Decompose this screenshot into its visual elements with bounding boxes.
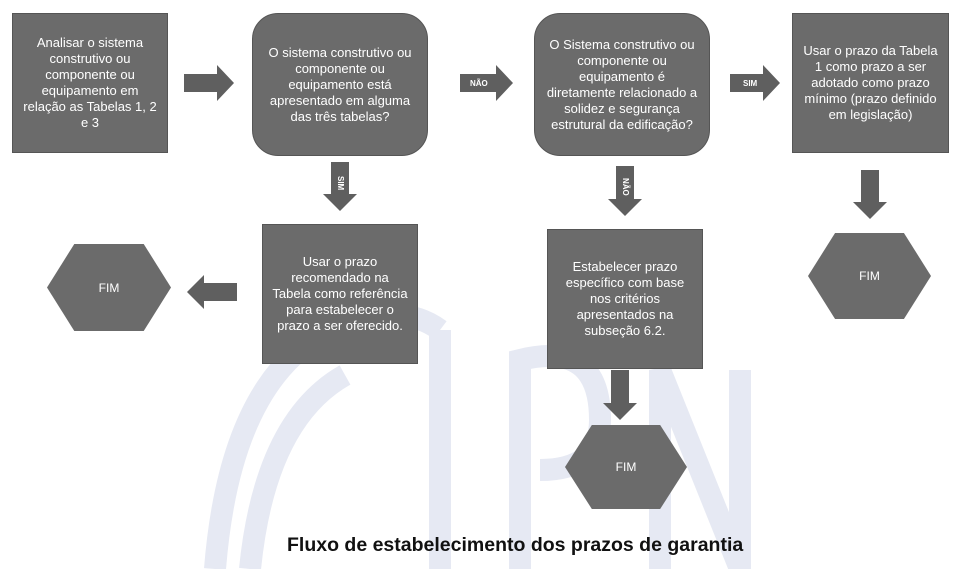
figure-caption: Fluxo de estabelecimento dos prazos de g… — [287, 534, 744, 556]
arrow-down-icon — [603, 370, 637, 420]
arrow-down-no-icon — [608, 166, 642, 216]
arrow-down-yes-icon — [323, 162, 357, 211]
question-structural-text: O Sistema construtivo ou componente ou e… — [546, 36, 698, 132]
yes-down-label: SIM — [336, 176, 345, 191]
question-structural: O Sistema construtivo ou componente ou e… — [534, 13, 710, 156]
no-label: NÃO — [470, 79, 488, 88]
use-recommended-text: Usar o prazo recomendado na Tabela como … — [272, 254, 408, 333]
end-label: FIM — [859, 269, 880, 283]
end-hexagon-right: FIM — [808, 233, 931, 319]
use-table1-box: Usar o prazo da Tabela 1 como prazo a se… — [792, 13, 949, 153]
specific-term-text: Estabelecer prazo específico com base no… — [565, 259, 685, 338]
end-label: FIM — [98, 280, 120, 295]
analyze-text: Analisar o sistema construtivo ou compon… — [23, 35, 157, 130]
end-label: FIM — [615, 460, 637, 474]
question-in-tables-text: O sistema construtivo ou componente ou e… — [268, 44, 412, 124]
arrow-left-icon — [187, 275, 237, 309]
arrow-right-yes-icon — [730, 65, 780, 101]
no-down-label: NÃO — [621, 178, 630, 196]
arrow-down-icon — [853, 170, 887, 219]
specific-term-box: Estabelecer prazo específico com base no… — [547, 229, 703, 369]
end-hexagon-bottom: FIM — [565, 425, 687, 509]
arrow-right-no-icon — [460, 65, 513, 101]
use-table1-text: Usar o prazo da Tabela 1 como prazo a se… — [803, 43, 938, 122]
yes-label: SIM — [743, 79, 758, 88]
question-in-tables: O sistema construtivo ou componente ou e… — [252, 13, 428, 156]
use-recommended-box: Usar o prazo recomendado na Tabela como … — [262, 224, 418, 364]
arrow-right-icon — [184, 65, 234, 101]
analyze-box: Analisar o sistema construtivo ou compon… — [12, 13, 168, 153]
end-hexagon-left: FIM — [47, 244, 171, 331]
